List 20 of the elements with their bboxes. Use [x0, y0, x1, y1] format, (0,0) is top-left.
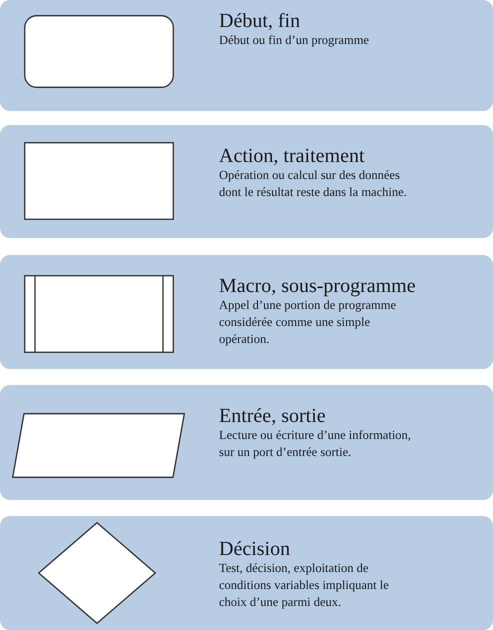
rectangle-symbol	[24, 142, 174, 220]
symbol-description: Test, décision, exploitation de conditions variables impliquant le choix d’une parmi deux.	[219, 560, 390, 611]
symbol-panel	[0, 125, 493, 238]
symbol-title: Début, fin	[219, 10, 302, 32]
symbol-title: Entrée, sortie	[219, 405, 327, 427]
symbol-description: Début ou fin d’un programme	[219, 32, 370, 49]
diamond-symbol	[38, 522, 156, 624]
symbol-panel	[0, 255, 493, 369]
symbol-panel	[0, 385, 493, 500]
symbol-title: Action, traitement	[219, 145, 366, 167]
symbol-description: Opération ou calcul sur des données dont le résultat reste dans la machine.	[219, 167, 408, 201]
subroutine-rectangle-symbol	[24, 275, 174, 353]
rounded-rectangle-symbol	[24, 15, 174, 88]
symbol-panel	[0, 0, 493, 111]
symbol-title: Décision	[219, 538, 292, 560]
symbol-panel	[0, 516, 493, 630]
symbol-title: Macro, sous-programme	[219, 275, 417, 297]
symbol-description: Lecture ou écriture d’une information, sur un port d’entrée sortie.	[219, 427, 412, 461]
symbol-description: Appel d’une portion de programme considérée comme une simple opération.	[219, 297, 398, 348]
parallelogram-symbol	[12, 413, 185, 478]
